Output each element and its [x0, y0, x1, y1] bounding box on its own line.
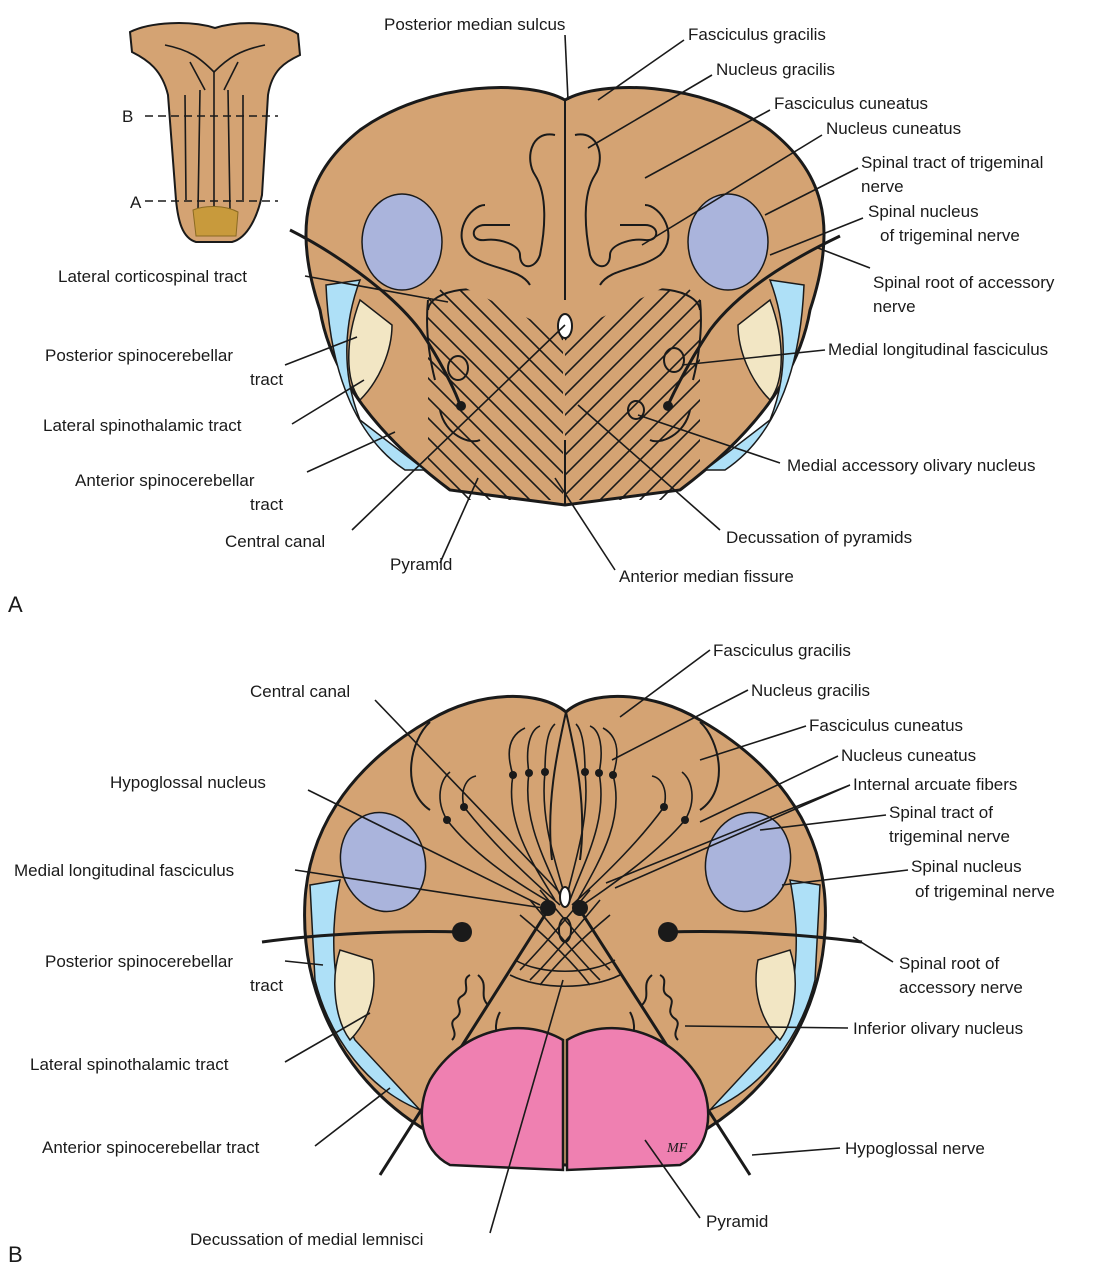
inset-level-a-label: A [130, 193, 142, 212]
label-b-hypoglossal-nerve: Hypoglossal nerve [845, 1139, 985, 1158]
label-a-lateral-corticospinal: Lateral corticospinal tract [58, 267, 247, 286]
label-a-medial-accessory-olivary: Medial accessory olivary nucleus [787, 456, 1036, 475]
label-b-spinal-tract-trigeminal-2: trigeminal nerve [889, 827, 1010, 846]
label-a-posterior-median-sulcus: Posterior median sulcus [384, 15, 565, 34]
label-a-posterior-spinocerebellar-2: tract [250, 370, 283, 389]
label-a-pyramid: Pyramid [390, 555, 452, 574]
label-a-spinal-root-accessory-1: Spinal root of accessory [873, 273, 1055, 292]
label-b-spinal-tract-trigeminal-1: Spinal tract of [889, 803, 993, 822]
label-a-fasciculus-gracilis: Fasciculus gracilis [688, 25, 826, 44]
label-a-nucleus-cuneatus: Nucleus cuneatus [826, 119, 961, 138]
label-b-hypoglossal-nucleus: Hypoglossal nucleus [110, 773, 266, 792]
label-a-decussation-pyramids: Decussation of pyramids [726, 528, 912, 547]
label-b-spinal-root-accessory-2: accessory nerve [899, 978, 1023, 997]
label-a-spinal-tract-trigeminal-1: Spinal tract of trigeminal [861, 153, 1043, 172]
label-a-spinal-root-accessory-2: nerve [873, 297, 916, 316]
label-b-lateral-spinothalamic: Lateral spinothalamic tract [30, 1055, 229, 1074]
label-b-nucleus-gracilis: Nucleus gracilis [751, 681, 870, 700]
label-b-spinal-root-accessory-1: Spinal root of [899, 954, 999, 973]
label-b-pyramid: Pyramid [706, 1212, 768, 1231]
label-b-spinal-nucleus-trigeminal-2: of trigeminal nerve [915, 882, 1055, 901]
label-b-nucleus-cuneatus: Nucleus cuneatus [841, 746, 976, 765]
label-b-medial-longitudinal-fasciculus: Medial longitudinal fasciculus [14, 861, 234, 880]
label-a-anterior-spinocerebellar-2: tract [250, 495, 283, 514]
label-b-decussation-medial-lemnisci: Decussation of medial lemnisci [190, 1230, 423, 1249]
label-a-lateral-spinothalamic: Lateral spinothalamic tract [43, 416, 242, 435]
inset-level-b-label: B [122, 107, 133, 126]
label-a-medial-longitudinal-fasciculus: Medial longitudinal fasciculus [828, 340, 1048, 359]
label-a-nucleus-gracilis: Nucleus gracilis [716, 60, 835, 79]
label-b-spinal-nucleus-trigeminal-1: Spinal nucleus [911, 857, 1022, 876]
label-b-inferior-olivary: Inferior olivary nucleus [853, 1019, 1023, 1038]
label-a-spinal-nucleus-trigeminal-2: of trigeminal nerve [880, 226, 1020, 245]
panel-a: B A [8, 15, 1055, 617]
label-a-spinal-tract-trigeminal-2: nerve [861, 177, 904, 196]
panel-a-letter: A [8, 592, 23, 617]
label-b-anterior-spinocerebellar: Anterior spinocerebellar tract [42, 1138, 260, 1157]
brainstem-inset: B A [122, 23, 300, 242]
label-a-anterior-spinocerebellar-1: Anterior spinocerebellar [75, 471, 255, 490]
label-b-internal-arcuate: Internal arcuate fibers [853, 775, 1017, 794]
label-a-central-canal: Central canal [225, 532, 325, 551]
label-a-spinal-nucleus-trigeminal-1: Spinal nucleus [868, 202, 979, 221]
label-b-posterior-spinocerebellar-1: Posterior spinocerebellar [45, 952, 233, 971]
label-b-posterior-spinocerebellar-2: tract [250, 976, 283, 995]
label-a-posterior-spinocerebellar-1: Posterior spinocerebellar [45, 346, 233, 365]
signature: MF [666, 1141, 688, 1156]
panel-b-letter: B [8, 1242, 23, 1265]
label-b-fasciculus-gracilis: Fasciculus gracilis [713, 641, 851, 660]
label-a-fasciculus-cuneatus: Fasciculus cuneatus [774, 94, 928, 113]
panel-b: MF Fasciculus gracilis Nucleus gracilis [8, 641, 1055, 1265]
medulla-section-b [305, 696, 826, 1165]
label-b-fasciculus-cuneatus: Fasciculus cuneatus [809, 716, 963, 735]
label-a-anterior-median-fissure: Anterior median fissure [619, 567, 794, 586]
central-canal-b [560, 887, 570, 907]
spinal-nucleus-trigeminal-left [362, 194, 442, 290]
spinal-nucleus-trigeminal-right [688, 194, 768, 290]
label-b-central-canal: Central canal [250, 682, 350, 701]
